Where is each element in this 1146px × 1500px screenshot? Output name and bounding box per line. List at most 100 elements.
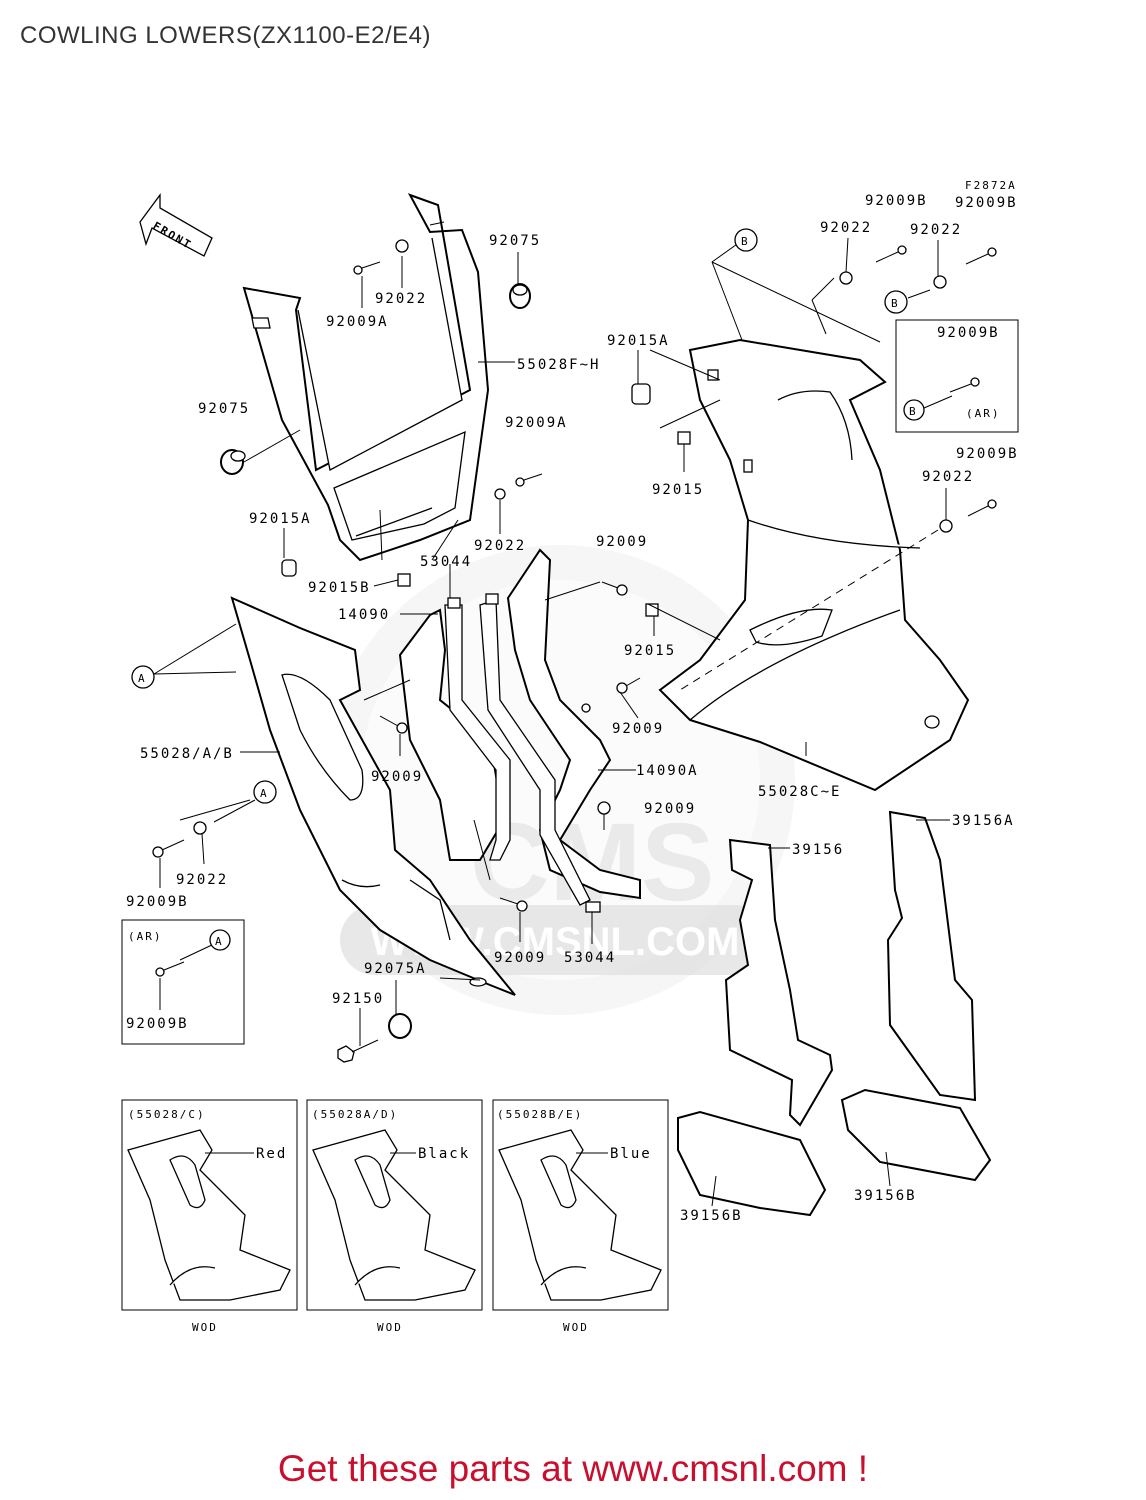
part-label: 92015 — [624, 643, 676, 659]
bolt-icon — [965, 247, 997, 265]
bolt-icon — [152, 839, 185, 858]
svg-text:B: B — [741, 235, 750, 248]
side-cowl-right — [658, 338, 970, 792]
part-label: 92022 — [910, 222, 962, 238]
svg-text:B: B — [891, 297, 900, 310]
bolt-icon — [499, 897, 528, 912]
part-label: 92022 — [820, 220, 872, 236]
footer-promo-link[interactable]: Get these parts at www.cmsnl.com ! — [277, 1448, 869, 1489]
bolt-icon — [601, 581, 628, 596]
bolt-icon — [379, 715, 408, 734]
hardware-fasteners — [152, 239, 997, 1063]
svg-text:A: A — [138, 672, 147, 685]
lower-cowl-left — [230, 596, 516, 996]
part-labels: 92075 92022 92009A 55028F~H 92075 92009A… — [126, 193, 1018, 1224]
part-label: 92009B — [955, 195, 1018, 211]
variant-note: WOD — [377, 1321, 403, 1334]
foam-pads — [677, 810, 992, 1217]
clip-icon — [281, 559, 297, 577]
ref-markers: B B A A — [131, 228, 908, 804]
bolt-icon — [337, 1039, 379, 1063]
part-label: 92075 — [489, 233, 541, 249]
part-label: 14090 — [338, 607, 390, 623]
variant-box-red: (55028/C) Red WOD — [121, 1099, 298, 1334]
part-label: 92150 — [332, 991, 384, 1007]
page-title: COWLING LOWERS(ZX1100-E2/E4) — [20, 22, 431, 49]
part-label: 92022 — [474, 538, 526, 554]
ar-box-left: (AR) A — [121, 919, 245, 1045]
ar-box-right: B (AR) — [895, 319, 1019, 433]
variant-box-black: (55028A/D) Black WOD — [306, 1099, 483, 1334]
variant-code: (55028B/E) — [497, 1108, 583, 1121]
part-label: 92009B — [126, 1016, 189, 1032]
part-label: 92022 — [176, 872, 228, 888]
bolt-icon — [616, 677, 641, 694]
part-label: 92009A — [326, 314, 389, 330]
clip-icon — [397, 573, 411, 587]
part-label: 92015A — [249, 511, 312, 527]
part-label: 92009B — [865, 193, 928, 209]
part-label: 92009 — [612, 721, 664, 737]
washer-icon — [939, 519, 953, 533]
ref-marker-a — [253, 780, 277, 804]
part-label: 53044 — [564, 950, 616, 966]
part-label: 39156 — [792, 842, 844, 858]
clip-icon — [677, 431, 691, 445]
figure-code: F2872A — [965, 179, 1017, 192]
grommet-icon — [509, 283, 531, 309]
variant-note: WOD — [192, 1321, 218, 1334]
part-label: 92009B — [937, 325, 1000, 341]
center-brackets — [398, 548, 641, 913]
washer-icon — [839, 271, 853, 285]
bolt-icon — [967, 499, 997, 517]
part-label: 92075 — [198, 401, 250, 417]
ref-marker-a — [131, 665, 155, 689]
parts-diagram: CMS WWW.CMSNL.COM FRONT F2872A — [121, 179, 1019, 1334]
bolt-icon — [155, 961, 185, 977]
washer-icon — [933, 275, 947, 289]
part-label: 92009 — [644, 801, 696, 817]
inner-cowl-upper — [242, 193, 490, 562]
part-label: 92022 — [922, 469, 974, 485]
ref-marker-b — [884, 290, 908, 314]
part-label: 55028C~E — [758, 784, 841, 800]
part-label: 92009 — [494, 950, 546, 966]
bolt-icon — [949, 377, 980, 393]
part-label: 92015B — [308, 580, 371, 596]
clip-icon — [631, 383, 651, 405]
bolt-icon — [875, 245, 907, 263]
svg-text:A: A — [260, 787, 269, 800]
part-label: 39156B — [680, 1208, 743, 1224]
part-label: 92022 — [375, 291, 427, 307]
variant-color: Red — [256, 1146, 287, 1162]
ref-marker-b — [734, 228, 758, 252]
part-label: 92009 — [371, 769, 423, 785]
grommet-icon — [388, 1013, 412, 1039]
part-label: 92009 — [596, 534, 648, 550]
part-label: 55028/A/B — [140, 746, 234, 762]
variant-box-blue: (55028B/E) Blue WOD — [492, 1099, 669, 1334]
svg-text:(AR): (AR) — [966, 407, 1001, 420]
washer-icon — [494, 488, 506, 500]
bolt-icon — [353, 261, 381, 275]
variant-code: (55028/C) — [128, 1108, 206, 1121]
part-label: 92015 — [652, 482, 704, 498]
part-label: 53044 — [420, 554, 472, 570]
bolt-icon — [597, 801, 611, 830]
front-arrow-icon: FRONT — [139, 193, 213, 257]
svg-text:B: B — [909, 405, 918, 418]
leader-lines — [153, 237, 953, 1207]
part-label: 92009B — [126, 894, 189, 910]
washer-icon — [193, 821, 207, 835]
variant-code: (55028A/D) — [312, 1108, 398, 1121]
variant-color: Black — [418, 1146, 470, 1162]
svg-text:(AR): (AR) — [128, 930, 163, 943]
part-label: 39156A — [952, 813, 1015, 829]
part-label: 14090A — [636, 763, 699, 779]
part-label: 92015A — [607, 333, 670, 349]
grommet-icon — [220, 449, 246, 475]
bolt-icon — [515, 473, 543, 487]
part-label: 55028F~H — [517, 357, 600, 373]
washer-icon — [395, 239, 409, 253]
part-label: 39156B — [854, 1188, 917, 1204]
